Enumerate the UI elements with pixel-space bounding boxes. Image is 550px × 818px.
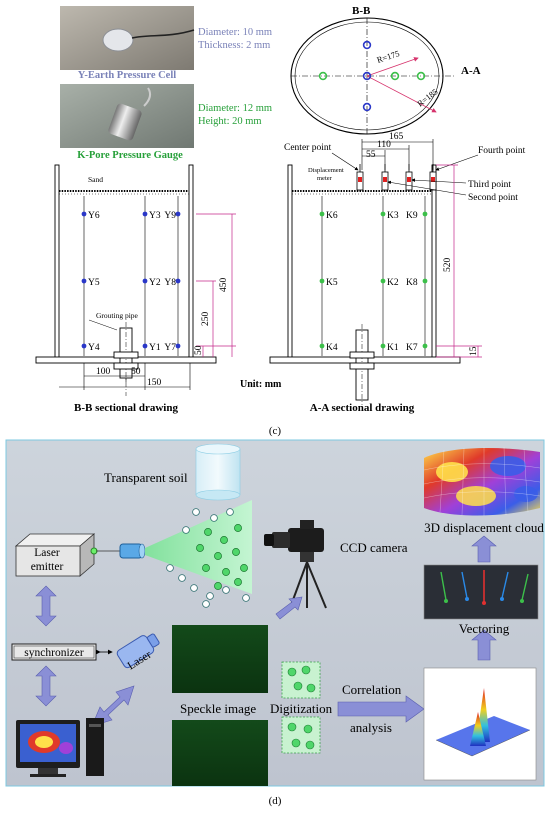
panel-d-label: (d) bbox=[269, 795, 282, 807]
sensor-k2: K2 bbox=[387, 278, 399, 288]
plan-radius-inner: R=175 bbox=[376, 48, 401, 65]
dim-15: 15 bbox=[469, 346, 479, 356]
dim-150: 150 bbox=[147, 378, 162, 388]
correlation-label-1: Correlation bbox=[342, 682, 402, 697]
dim-50: 50 bbox=[194, 345, 204, 355]
speckle-images bbox=[172, 625, 268, 786]
sensor-k5: K5 bbox=[326, 278, 338, 288]
aa-meter-label-2: meter bbox=[317, 175, 333, 182]
digitization-boxes bbox=[281, 661, 321, 754]
cell-spec-thickness: Thickness: 2 mm bbox=[198, 40, 270, 51]
displacement-cloud-label: 3D displacement cloud bbox=[424, 520, 544, 535]
computer bbox=[16, 718, 104, 777]
photo-pore-gauge bbox=[60, 84, 194, 148]
plan-label-aa: A-A bbox=[461, 65, 481, 77]
laser-emitter-label-2: emitter bbox=[31, 561, 64, 573]
sensor-k6: K6 bbox=[326, 211, 338, 221]
panel-d: Transparent soil Laser emitter bbox=[5, 439, 545, 787]
dim-250: 250 bbox=[201, 312, 211, 327]
ccd-camera-label: CCD camera bbox=[340, 540, 408, 555]
bb-grouting-label: Grouting pipe bbox=[96, 311, 139, 320]
aa-third-point: Third point bbox=[468, 180, 511, 190]
dim-520: 520 bbox=[443, 258, 453, 273]
bb-title: B-B sectional drawing bbox=[74, 402, 178, 414]
sensor-y2: Y2 bbox=[149, 278, 161, 288]
tracer-particles bbox=[166, 508, 250, 608]
cell-spec-diameter: Diameter: 10 mm bbox=[198, 27, 272, 38]
laser-emitter-label-1: Laser bbox=[34, 547, 60, 559]
sensor-k4: K4 bbox=[326, 343, 338, 353]
vectoring-image bbox=[423, 564, 539, 620]
aa-dimension-labels: 165 110 55 520 15 bbox=[366, 132, 479, 356]
aa-sensor-dots bbox=[319, 211, 428, 349]
plan-label-bb: B-B bbox=[352, 5, 371, 17]
dim-450: 450 bbox=[219, 278, 229, 293]
bb-sand-label: Sand bbox=[88, 175, 103, 184]
gauge-spec-height: Height: 20 mm bbox=[198, 116, 262, 127]
bb-section bbox=[35, 164, 236, 396]
laser-emitter-box bbox=[14, 533, 98, 577]
bb-sensor-dots bbox=[81, 211, 181, 349]
correlation-peak-plot bbox=[423, 667, 537, 781]
sensor-y4: Y4 bbox=[88, 343, 100, 353]
dim-165: 165 bbox=[389, 132, 404, 142]
vectoring-label: Vectoring bbox=[459, 621, 510, 636]
aa-section bbox=[269, 139, 482, 405]
aa-center-point: Center point bbox=[284, 143, 332, 153]
sensor-k1: K1 bbox=[387, 343, 399, 353]
sensor-y7: Y7 bbox=[164, 343, 176, 353]
sensor-y8: Y8 bbox=[164, 278, 176, 288]
correlation-label-2: analysis bbox=[350, 720, 392, 735]
cell-caption: Y-Earth Pressure Cell bbox=[78, 70, 176, 81]
dim-55: 55 bbox=[366, 150, 376, 160]
displacement-cloud-image bbox=[423, 446, 541, 516]
sensor-y1: Y1 bbox=[149, 343, 161, 353]
sensor-k8: K8 bbox=[406, 278, 418, 288]
photo-pressure-cell bbox=[60, 6, 195, 70]
bb-sensor-labels: Y6 Y3 Y9 Y5 Y2 Y8 Y4 Y1 Y7 bbox=[88, 211, 176, 353]
digitization-label: Digitization bbox=[270, 701, 333, 716]
ccd-camera bbox=[264, 520, 327, 609]
aa-second-point: Second point bbox=[468, 193, 518, 203]
gauge-caption: K-Pore Pressure Gauge bbox=[77, 150, 183, 161]
dim-110: 110 bbox=[377, 140, 391, 150]
panel-c: Diameter: 10 mm Thickness: 2 mm Y-Earth … bbox=[35, 5, 526, 437]
sensor-k3: K3 bbox=[387, 211, 399, 221]
aa-sensor-labels: K6 K3 K9 K5 K2 K8 K4 K1 K7 bbox=[326, 211, 418, 353]
synchronizer-label: synchronizer bbox=[24, 647, 84, 659]
displacement-meters bbox=[356, 164, 437, 191]
sensor-k9: K9 bbox=[406, 211, 418, 221]
panel-c-label: (c) bbox=[269, 425, 282, 437]
plan-blue-sensors bbox=[362, 40, 372, 112]
unit-label: Unit: mm bbox=[240, 379, 282, 390]
transparent-soil-cylinder bbox=[195, 443, 241, 501]
sensor-y3: Y3 bbox=[149, 211, 161, 221]
transparent-soil-label: Transparent soil bbox=[104, 470, 188, 485]
gauge-spec-diameter: Diameter: 12 mm bbox=[198, 103, 272, 114]
bb-dimension-labels: 450 250 50 100 50 150 bbox=[96, 278, 229, 389]
aa-fourth-point: Fourth point bbox=[478, 146, 526, 156]
speckle-image-label: Speckle image bbox=[180, 701, 256, 716]
aa-title: A-A sectional drawing bbox=[310, 402, 415, 414]
sensor-y5: Y5 bbox=[88, 278, 100, 288]
aa-meter-label-1: Displacement bbox=[308, 167, 344, 174]
plan-green-sensors bbox=[318, 71, 426, 81]
flow-arrows bbox=[35, 535, 497, 727]
dim-100: 100 bbox=[96, 367, 111, 377]
sensor-y6: Y6 bbox=[88, 211, 100, 221]
meter-markers bbox=[358, 177, 435, 182]
dim-50-h: 50 bbox=[131, 367, 141, 377]
laser-device bbox=[116, 633, 160, 669]
sensor-y9: Y9 bbox=[164, 211, 176, 221]
sensor-k7: K7 bbox=[406, 343, 418, 353]
plan-view bbox=[290, 17, 455, 135]
